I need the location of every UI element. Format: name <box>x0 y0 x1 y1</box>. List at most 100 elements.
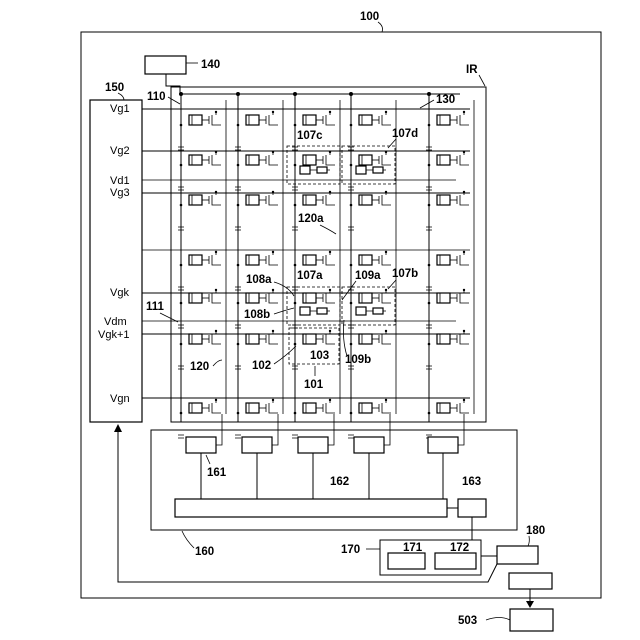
pixel-transistor <box>379 255 391 265</box>
pixel-sensor <box>246 293 259 303</box>
pixel-column-node <box>237 412 240 415</box>
pixel-transistor <box>379 155 391 165</box>
pixel-transistor <box>323 255 335 265</box>
leader-503 <box>486 618 510 621</box>
pixel-gate-node <box>463 330 465 332</box>
pixel-transistor <box>209 403 221 413</box>
capacitor-mark <box>348 435 354 438</box>
pixel-sub-switch <box>373 167 383 173</box>
pixel-column-node <box>428 264 431 267</box>
pixel-transistor <box>379 195 391 205</box>
pixel-column-node <box>350 412 353 415</box>
pixel-transistor <box>379 334 391 344</box>
bus-node <box>427 92 431 96</box>
leader-120 <box>213 360 222 366</box>
pixel-transistor <box>457 255 469 265</box>
pixel-column-node <box>350 302 353 305</box>
pixel-sub-switch <box>373 308 383 314</box>
signal-vg1: Vg1 <box>110 103 130 115</box>
bus-node <box>293 92 297 96</box>
pixel-transistor <box>457 334 469 344</box>
pixel-gate-node <box>385 191 387 193</box>
block-503 <box>510 609 553 631</box>
pixel-gate-node <box>215 330 217 332</box>
pixel-column-node <box>294 264 297 267</box>
pixel-sensor <box>437 195 450 205</box>
pixel-column-node <box>180 124 183 127</box>
pixel-transistor <box>379 403 391 413</box>
pixel-sensor <box>303 293 316 303</box>
pixel-gate-node <box>329 251 331 253</box>
label-162: 162 <box>330 476 349 488</box>
pixel-sensor <box>246 155 259 165</box>
pixel-column-node <box>428 124 431 127</box>
label-107d: 107d <box>392 128 418 140</box>
label-160: 160 <box>195 546 214 558</box>
pixel-sensor <box>246 115 259 125</box>
pixel-gate-node <box>329 151 331 153</box>
pixel-transistor <box>266 255 278 265</box>
pixel-column-node <box>180 204 183 207</box>
pixel-transistor <box>266 293 278 303</box>
pixel-gate-node <box>329 191 331 193</box>
pixel-sensor <box>189 403 202 413</box>
pixel-column-node <box>294 124 297 127</box>
pixel-column-node <box>237 204 240 207</box>
pixel-column-node <box>294 302 297 305</box>
label-109a: 109a <box>355 270 381 282</box>
pixel-sensor <box>437 155 450 165</box>
pixel-sensor <box>303 334 316 344</box>
block-171 <box>388 553 425 569</box>
pixel-sensor <box>189 255 202 265</box>
pixel-gate-node <box>215 251 217 253</box>
amplifier-161 <box>186 437 216 453</box>
pixel-column-node <box>180 302 183 305</box>
pixel-gate-node <box>463 151 465 153</box>
bus-node <box>349 92 353 96</box>
label-163: 163 <box>462 476 481 488</box>
label-107c: 107c <box>297 130 323 142</box>
pixel-transistor <box>209 293 221 303</box>
label-130: 130 <box>436 94 455 106</box>
pixel-transistor <box>209 195 221 205</box>
leader-120a <box>320 225 336 234</box>
pixel-column-node <box>428 204 431 207</box>
pixel-column-node <box>294 204 297 207</box>
pixel-sensor <box>303 255 316 265</box>
leader-108b <box>274 308 294 314</box>
pixel-sensor <box>246 255 259 265</box>
label-503: 503 <box>458 615 477 627</box>
pixel-column-node <box>237 164 240 167</box>
signal-vgk: Vgk <box>110 287 129 299</box>
pixel-transistor <box>209 255 221 265</box>
capacitor-mark <box>178 435 184 438</box>
pixel-gate-node <box>463 399 465 401</box>
block-163 <box>458 499 486 517</box>
pixel-sensor <box>437 334 450 344</box>
pixel-transistor <box>457 155 469 165</box>
pixel-sensor <box>359 195 372 205</box>
pixel-column-node <box>237 302 240 305</box>
pixel-column-node <box>180 412 183 415</box>
label-103: 103 <box>310 350 329 362</box>
device-leader <box>378 22 383 32</box>
pixel-gate-node <box>385 111 387 113</box>
pixel-column-node <box>180 164 183 167</box>
label-120: 120 <box>190 361 209 373</box>
pixel-sensor <box>437 115 450 125</box>
pixel-gate-node <box>463 289 465 291</box>
block-180 <box>497 546 538 564</box>
leader-160 <box>182 531 194 548</box>
pixel-transistor <box>266 334 278 344</box>
label-109b: 109b <box>345 354 371 366</box>
pixel-gate-node <box>272 289 274 291</box>
label-108a: 108a <box>246 274 272 286</box>
pixel-transistor <box>379 115 391 125</box>
bus-node <box>179 92 183 96</box>
block-output-interface <box>509 573 552 589</box>
pixel-column-node <box>428 412 431 415</box>
pixel-gate-node <box>272 330 274 332</box>
signal-vg3: Vg3 <box>110 187 130 199</box>
pixel-sensor <box>359 255 372 265</box>
pixel-sensor <box>189 293 202 303</box>
